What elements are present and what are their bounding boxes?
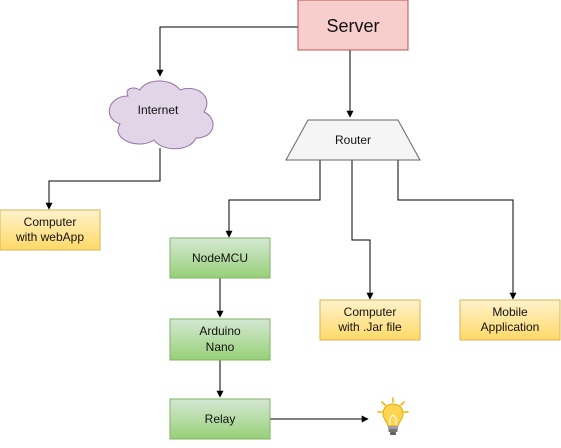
arduino-line1: Arduino (199, 324, 241, 338)
edge-internet-to-webapp-computer (45, 148, 161, 210)
edge-server-to-internet (156, 26, 298, 77)
jar-computer-line1: Computer (344, 305, 397, 319)
relay-label: Relay (205, 412, 236, 426)
jar-computer-line2: with .Jar file (337, 320, 402, 334)
arduino-nano-node: Arduino Nano (169, 318, 271, 361)
nodemcu-label: NodeMCU (192, 251, 248, 265)
edge-router-to-mobile (397, 160, 517, 300)
router-label: Router (335, 133, 371, 147)
edge-router-to-nodemcu (225, 160, 321, 238)
server-label: Server (326, 16, 379, 36)
server-node: Server (297, 0, 409, 51)
edge-router-to-jar-computer (351, 160, 374, 300)
internet-label: Internet (138, 103, 179, 117)
webapp-computer-line1: Computer (24, 215, 77, 229)
edges (45, 26, 517, 423)
relay-node: Relay (169, 398, 271, 440)
webapp-computer-node: Computer with webApp (0, 209, 101, 251)
nodemcu-node: NodeMCU (169, 237, 271, 279)
router-node: Router (285, 119, 421, 161)
mobile-line2: Application (481, 320, 540, 334)
jar-computer-node: Computer with .Jar file (319, 299, 421, 341)
mobile-line1: Mobile (492, 305, 528, 319)
mobile-application-node: Mobile Application (459, 299, 561, 341)
light-bulb-icon (377, 397, 409, 435)
arduino-line2: Nano (206, 340, 235, 354)
internet-cloud-node: Internet (108, 80, 214, 150)
webapp-computer-line2: with webApp (15, 230, 84, 244)
